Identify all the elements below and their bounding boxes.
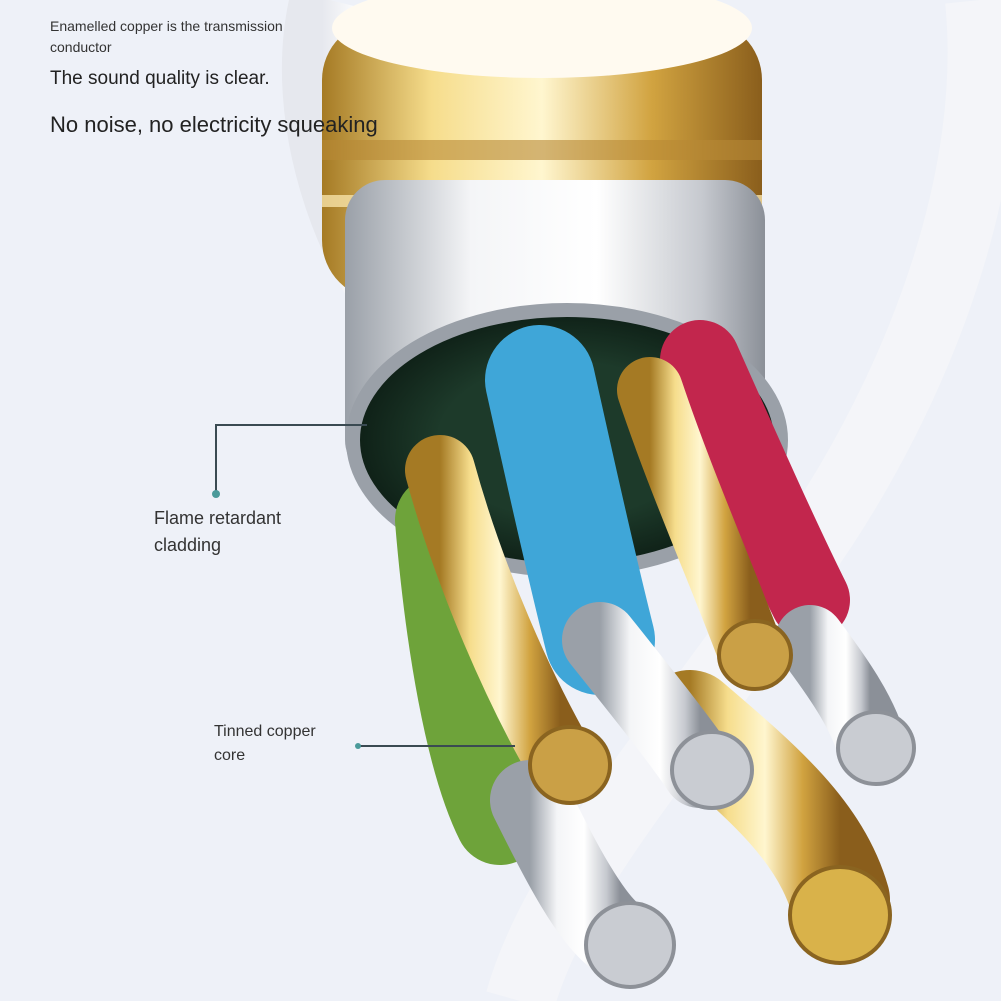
caption-line-2: conductor <box>50 39 112 55</box>
core-label-line-1: Tinned copper <box>214 723 316 740</box>
tinned-copper-label: Tinned copper core <box>214 720 354 768</box>
wire-red <box>660 320 850 640</box>
core-callout <box>355 743 515 749</box>
flame-callout <box>212 424 367 498</box>
caption-line-1: Enamelled copper is the transmission <box>50 18 283 34</box>
conductor-caption: Enamelled copper is the transmission con… <box>50 16 320 58</box>
gold-end-cap-2 <box>717 619 793 691</box>
gold-end-cap-1 <box>528 725 612 805</box>
silver-end-cap-3 <box>836 710 916 786</box>
wire-blue <box>485 325 655 695</box>
gold-end-cap-3 <box>788 865 892 965</box>
gold-conductor-2 <box>617 357 783 683</box>
flame-label-line-2: cladding <box>154 535 222 555</box>
no-noise-headline: No noise, no electricity squeaking <box>50 112 378 137</box>
flame-label-line-1: Flame retardant <box>154 508 282 528</box>
gold-conductor-1 <box>405 435 595 795</box>
silver-end-cap-2 <box>670 730 754 810</box>
core-label-line-2: core <box>214 747 246 764</box>
flame-retardant-label: Flame retardant cladding <box>154 505 314 559</box>
silver-end-cap-1 <box>584 901 676 989</box>
sound-quality-headline: The sound quality is clear. <box>50 68 270 89</box>
